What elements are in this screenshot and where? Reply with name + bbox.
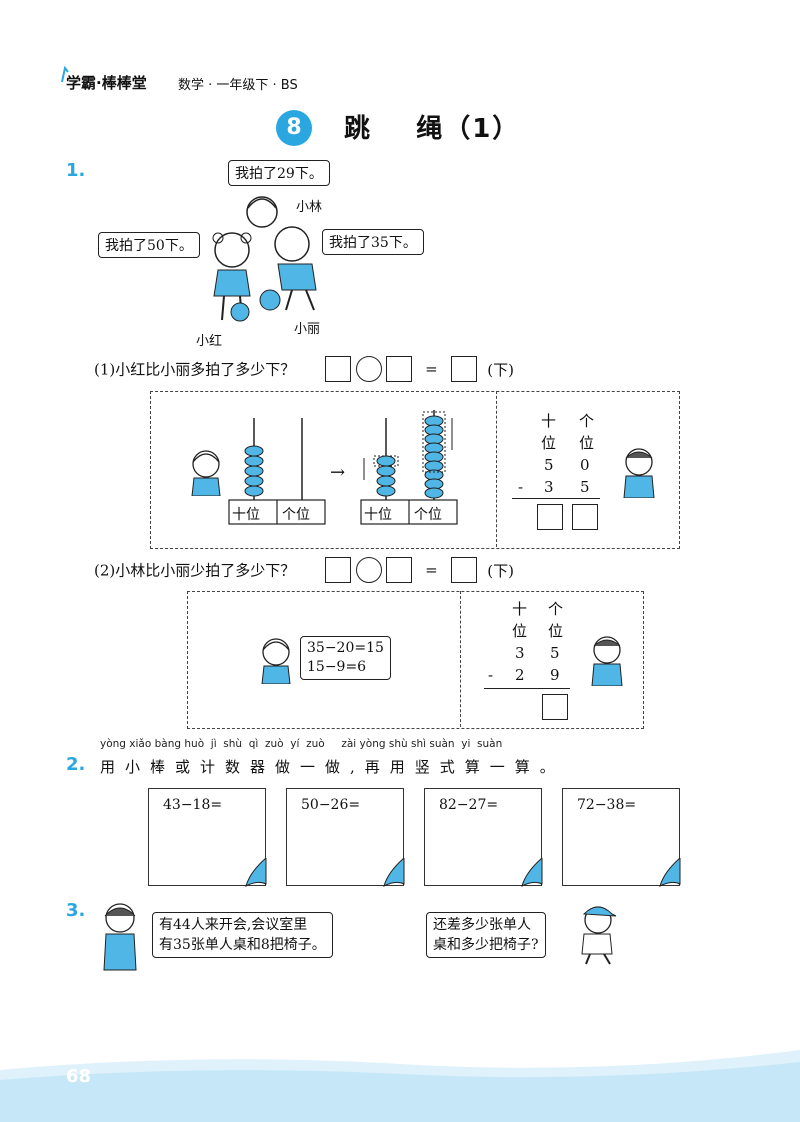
question-3-number: 3. [66,900,86,921]
counting-frame-after [360,410,458,525]
answer-box-ones[interactable] [572,504,598,530]
operator-circle[interactable] [355,356,382,382]
header-wei: 位 [548,622,564,640]
subtrahend-ones: 9 [550,666,560,684]
thought-bubble-calculation: 35−20=15 15−9=6 [300,636,391,680]
speech-bubble-xiaohong: 我拍了50下。 [98,232,200,258]
answer-box[interactable] [324,557,351,583]
card-expression: 72−38= [577,797,637,813]
header-wei: 位 [579,434,595,452]
question-1-number: 1. [66,160,86,181]
answer-box[interactable] [386,557,413,583]
name-xiaohong: 小红 [196,334,223,349]
header-wei: 位 [512,622,528,640]
vertical-calc-card-4[interactable]: 72−38= [562,788,680,886]
page-number: 68 [66,1066,92,1087]
answer-box[interactable] [450,557,477,583]
q1-part1-line: (1)小红比小丽多拍了多少下？ = (下) [94,356,514,382]
girl-avatar-icon [191,450,221,496]
header-subtitle: 数学 · 一年级下 · BS [178,78,298,93]
problem-line-1: 有44人来开会,会议室里 [159,917,308,933]
operator-circle[interactable] [355,557,382,583]
boy-avatar-icon [623,448,655,498]
minuend-tens: 3 [515,644,525,662]
q1-part2-question: (2)小林比小丽少拍了多少下？ [94,561,296,580]
girl-avatar-icon [103,903,137,971]
q1-part2-workbox [187,591,644,729]
boy-avatar-icon [591,636,623,686]
question-line-1: 还差多少张单人 [433,917,531,933]
place-label-tens: 十位 [232,507,260,523]
header-ones: 个 [579,412,595,430]
q1-part2-line: (2)小林比小丽少拍了多少下？ = (下) [94,557,514,583]
minus-sign: - [518,478,524,496]
minuend-tens: 5 [544,456,554,474]
q1-part1-workbox [150,391,680,549]
answer-box[interactable] [324,356,351,382]
thought-line-2: 15−9=6 [307,659,367,675]
problem-line-2: 有35张单人桌和8把椅子。 [159,937,326,953]
name-xiaolin: 小林 [296,200,323,215]
vertical-calc-card-2[interactable]: 50−26= [286,788,404,886]
workbox-divider [496,391,497,547]
unit-label: (下) [487,360,515,379]
footer-wave-band [0,1050,800,1122]
girl-avatar-icon [261,638,291,684]
header-ones: 个 [548,600,564,618]
children-bouncing-balls-illustration [212,196,317,322]
header-tens: 十 [541,412,557,430]
thought-line-1: 35−20=15 [307,640,384,656]
speech-bubble-xiaoli: 我拍了35下。 [322,229,424,255]
workbox-divider [460,591,461,727]
equals-sign: = [425,360,438,378]
answer-box-ones[interactable] [542,694,568,720]
place-label-ones: 个位 [282,507,310,523]
minuend-ones: 0 [580,456,590,474]
lesson-title: 跳 绳（1） [344,114,521,144]
answer-box[interactable] [450,356,477,382]
q2-instruction: 用小棒或计数器做一做,再用竖式算一算。 [100,758,565,776]
subtrahend-ones: 5 [580,478,590,496]
q1-part1-question: (1)小红比小丽多拍了多少下？ [94,360,296,379]
equals-sign: = [425,561,438,579]
page-curl-icon [383,858,405,887]
question-2-number: 2. [66,754,86,775]
header-wei: 位 [541,434,557,452]
header-brand: 学霸·棒棒堂 [66,74,147,92]
q2-pinyin: yòng xiǎo bàng huò jì shù qì zuò yí zuò … [100,738,503,750]
card-expression: 43−18= [163,797,223,813]
arrow-icon: → [330,462,346,483]
counting-frame-before [228,418,326,525]
place-label-ones: 个位 [414,507,442,523]
question-line-2: 桌和多少把椅子? [433,937,539,953]
vertical-calc-card-3[interactable]: 82−27= [424,788,542,886]
page-curl-icon [521,858,543,887]
name-xiaoli: 小丽 [294,322,321,337]
sum-line [484,688,570,689]
minus-sign: - [488,666,494,684]
header-tens: 十 [512,600,528,618]
unit-label: (下) [487,561,515,580]
subtrahend-tens: 2 [515,666,525,684]
sum-line [512,498,600,499]
vertical-calc-card-1[interactable]: 43−18= [148,788,266,886]
speech-bubble-question: 还差多少张单人 桌和多少把椅子? [426,912,546,958]
place-label-tens: 十位 [364,507,392,523]
subtrahend-tens: 3 [544,478,554,496]
page-curl-icon [659,858,681,887]
page-curl-icon [245,858,267,887]
card-expression: 82−27= [439,797,499,813]
minuend-ones: 5 [550,644,560,662]
speech-bubble-problem: 有44人来开会,会议室里 有35张单人桌和8把椅子。 [152,912,333,958]
speech-bubble-xiaolin: 我拍了29下。 [228,160,330,186]
brand-logo-icon [60,65,70,84]
boy-with-cap-icon [581,906,617,965]
card-expression: 50−26= [301,797,361,813]
lesson-number-badge: 8 [276,110,312,146]
answer-box-tens[interactable] [537,504,563,530]
answer-box[interactable] [386,356,413,382]
